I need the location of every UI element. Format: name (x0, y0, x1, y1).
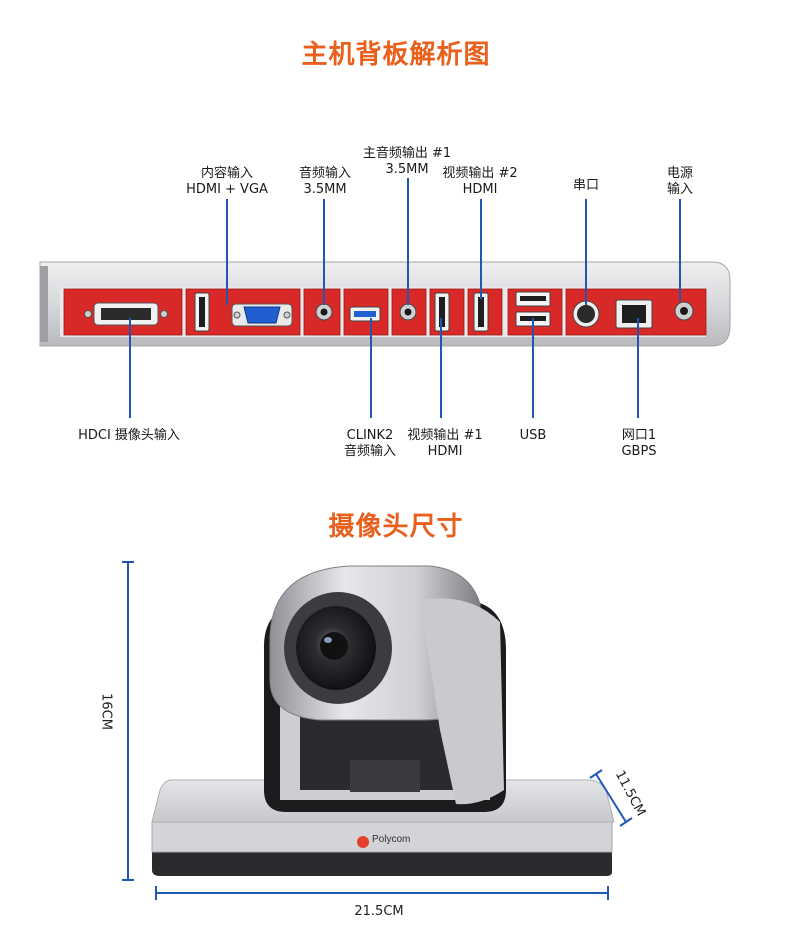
power-jack (674, 301, 694, 321)
label-video-out2: 视频输出 #2 HDMI (442, 166, 518, 197)
label-lan: 网口1 GBPS (621, 428, 657, 459)
dimension-lines (122, 561, 633, 900)
pointer-clink2 (370, 318, 372, 418)
label-video-out1: 视频输出 #1 HDMI (407, 428, 483, 459)
section-audio-in (303, 288, 341, 336)
camera-title: 摄像头尺寸 (328, 512, 464, 542)
label-content-in: 内容输入 HDMI + VGA (186, 166, 268, 197)
label-clink2: CLINK2 音频输入 (343, 428, 396, 459)
pointer-hdci (129, 318, 131, 418)
pointer-main-audio-out (407, 178, 409, 305)
lan-port (615, 299, 653, 329)
label-usb: USB (519, 428, 547, 443)
height-label: 16CM (98, 693, 114, 730)
pointer-video-out2 (480, 199, 482, 299)
backpanel-title: 主机背板解析图 (301, 40, 491, 70)
width-label: 21.5CM (354, 904, 404, 919)
brand-logo: Polycom (372, 834, 411, 845)
pointer-audio-in (323, 199, 325, 305)
camera-lens (284, 592, 392, 704)
depth-dim-line (595, 773, 627, 823)
pointer-video-out1 (440, 318, 442, 418)
vga-port (231, 303, 293, 327)
label-serial: 串口 (572, 178, 599, 193)
pointer-serial (585, 199, 587, 305)
hdmi-content-port (194, 292, 210, 332)
label-audio-in: 音频输入 3.5MM (298, 166, 351, 197)
hdci-port (84, 302, 168, 326)
label-hdci: HDCI 摄像头输入 (78, 428, 180, 443)
pointer-power (679, 199, 681, 301)
pointer-lan (637, 318, 639, 418)
audio-in-jack (315, 303, 333, 321)
label-main-audio-out: 主音频输出 #1 3.5MM (362, 146, 452, 177)
section-audio-out (391, 288, 427, 336)
pointer-content-in (226, 199, 228, 305)
label-power: 电源 输入 (666, 166, 693, 197)
clink2-port (349, 306, 381, 322)
hdmi-out1-port (434, 292, 450, 332)
pointer-usb (532, 318, 534, 418)
serial-port (572, 300, 600, 328)
